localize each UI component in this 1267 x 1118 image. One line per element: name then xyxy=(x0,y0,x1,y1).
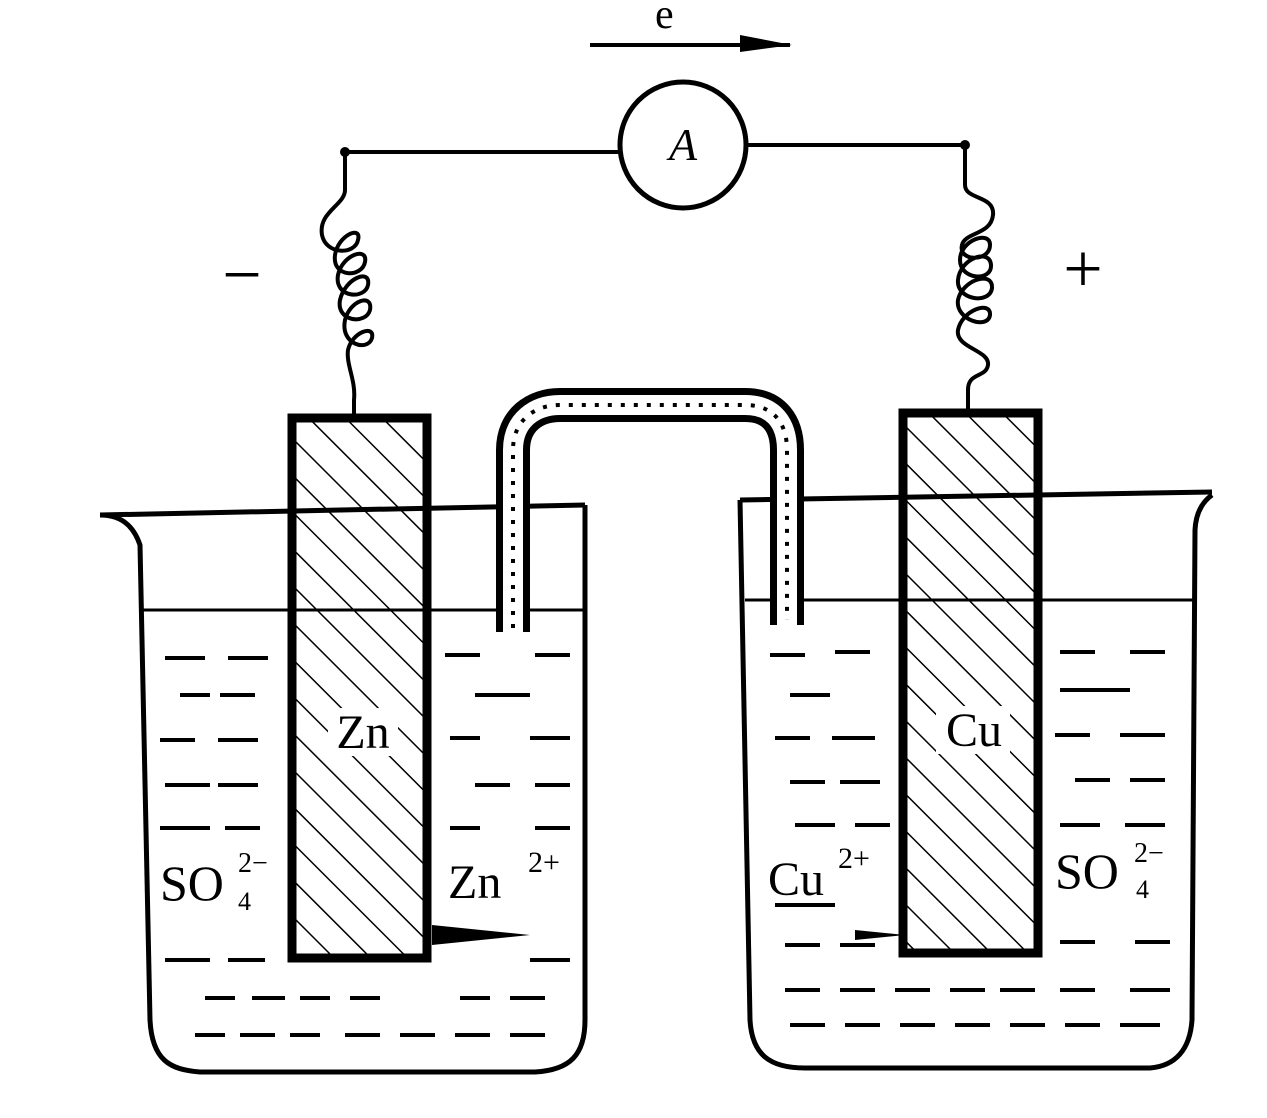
sulfate-right-sub: 4 xyxy=(1136,875,1149,904)
ammeter xyxy=(617,79,749,211)
positive-sign: + xyxy=(1063,231,1102,308)
negative-sign: − xyxy=(222,237,261,314)
sulfate-left-sub: 4 xyxy=(238,887,251,916)
right-liquid-dashes xyxy=(770,650,1170,1027)
ammeter-label: A xyxy=(666,119,698,170)
electron-flow-arrow xyxy=(590,35,792,52)
sulfate-left-sup: 2− xyxy=(238,848,268,879)
zinc-label-backdrop xyxy=(328,708,398,756)
left-liquid-dashes xyxy=(160,653,570,1037)
sulfate-right-label: SO xyxy=(1055,843,1119,899)
copper-electrode-label: Cu xyxy=(946,704,1002,757)
sulfate-right-base: SO xyxy=(1055,843,1119,899)
electron-label: e xyxy=(655,0,674,38)
copper-label-backdrop xyxy=(936,706,1010,754)
external-wire xyxy=(319,143,996,417)
sulfate-left-base: SO xyxy=(160,855,224,911)
zinc-ion-base: Zn xyxy=(448,856,501,909)
zinc-ion-arrow xyxy=(432,925,530,945)
copper-ion-sup: 2+ xyxy=(838,842,870,875)
zinc-electrode-label: Zn xyxy=(336,706,389,759)
copper-ion-base: Cu xyxy=(768,853,824,906)
copper-ion-label: Cu xyxy=(768,853,824,906)
salt-bridge xyxy=(496,388,804,632)
wire-junction-right xyxy=(960,140,970,150)
sulfate-left-label: SO xyxy=(160,855,224,911)
zinc-electrode xyxy=(287,413,432,963)
zinc-ion-sup: 2+ xyxy=(528,846,560,879)
copper-ion-arrow xyxy=(855,930,905,940)
zinc-ion-label: Zn xyxy=(448,856,501,909)
sulfate-right-sup: 2− xyxy=(1134,838,1164,869)
copper-electrode xyxy=(898,408,1043,958)
wire-junction-left xyxy=(340,147,350,157)
